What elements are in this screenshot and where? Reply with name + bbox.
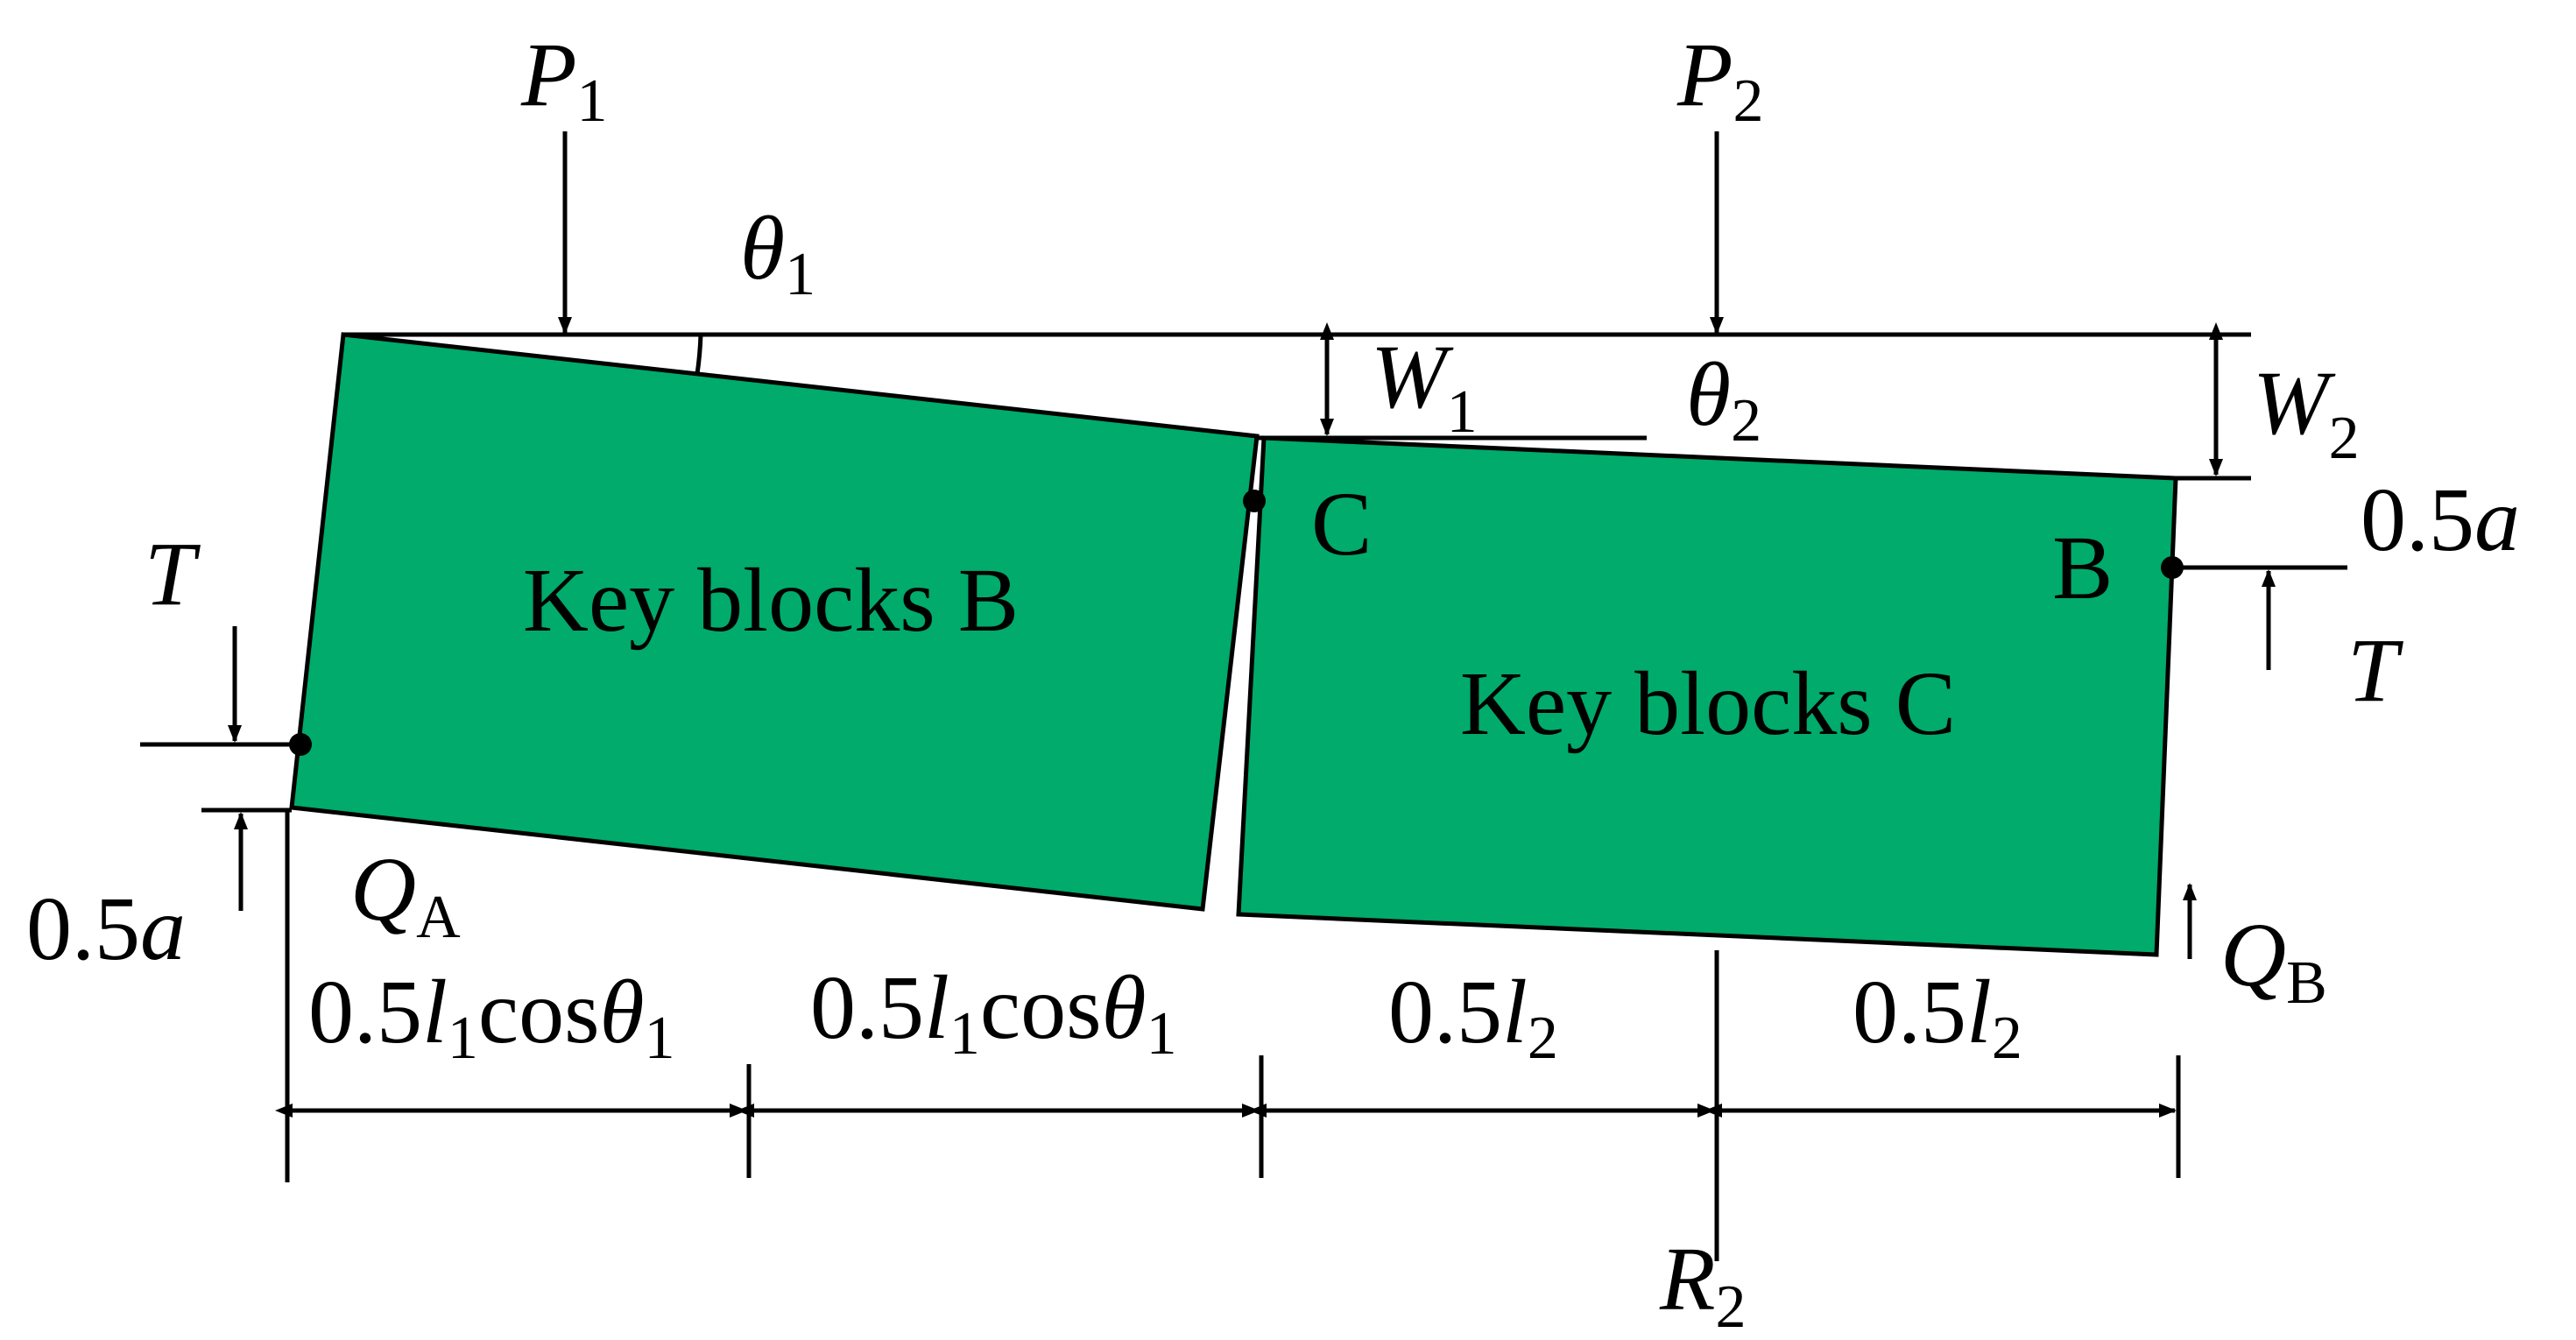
qb-label: QB: [2220, 905, 2327, 1017]
hinge-c-label: C: [1311, 474, 1372, 575]
hinge-c-dot: [1243, 490, 1266, 512]
key-block-c-label: Key blocks C: [1460, 653, 1956, 754]
p1-label: P1: [520, 25, 608, 135]
qa-label: QA: [350, 839, 461, 951]
p2-label: P2: [1676, 25, 1764, 135]
dim-label-4: 0.5l2: [1853, 962, 2022, 1072]
r2-label: R2: [1659, 1229, 1747, 1340]
w1-label: W1: [1371, 327, 1478, 446]
dim-label-3: 0.5l2: [1388, 962, 1558, 1072]
offset-right-label: 0.5a: [2361, 469, 2520, 570]
dim-label-2: 0.5l1cosθ1: [810, 957, 1177, 1068]
offset-left-label: 0.5a: [26, 878, 186, 979]
t-left-label: T: [145, 524, 201, 624]
theta1-arc: [695, 334, 703, 375]
key-block-c: [1236, 435, 2178, 957]
theta1-label: θ1: [740, 198, 815, 308]
key-block-b: [289, 332, 1260, 912]
t-right-label: T: [2347, 620, 2403, 721]
key-block-b-label: Key blocks B: [523, 550, 1019, 651]
dim-label-1: 0.5l1cosθ1: [308, 962, 675, 1072]
hinge-b-label: B: [2052, 518, 2113, 618]
w2-label: W2: [2253, 353, 2360, 472]
theta2-label: θ2: [1686, 344, 1761, 455]
